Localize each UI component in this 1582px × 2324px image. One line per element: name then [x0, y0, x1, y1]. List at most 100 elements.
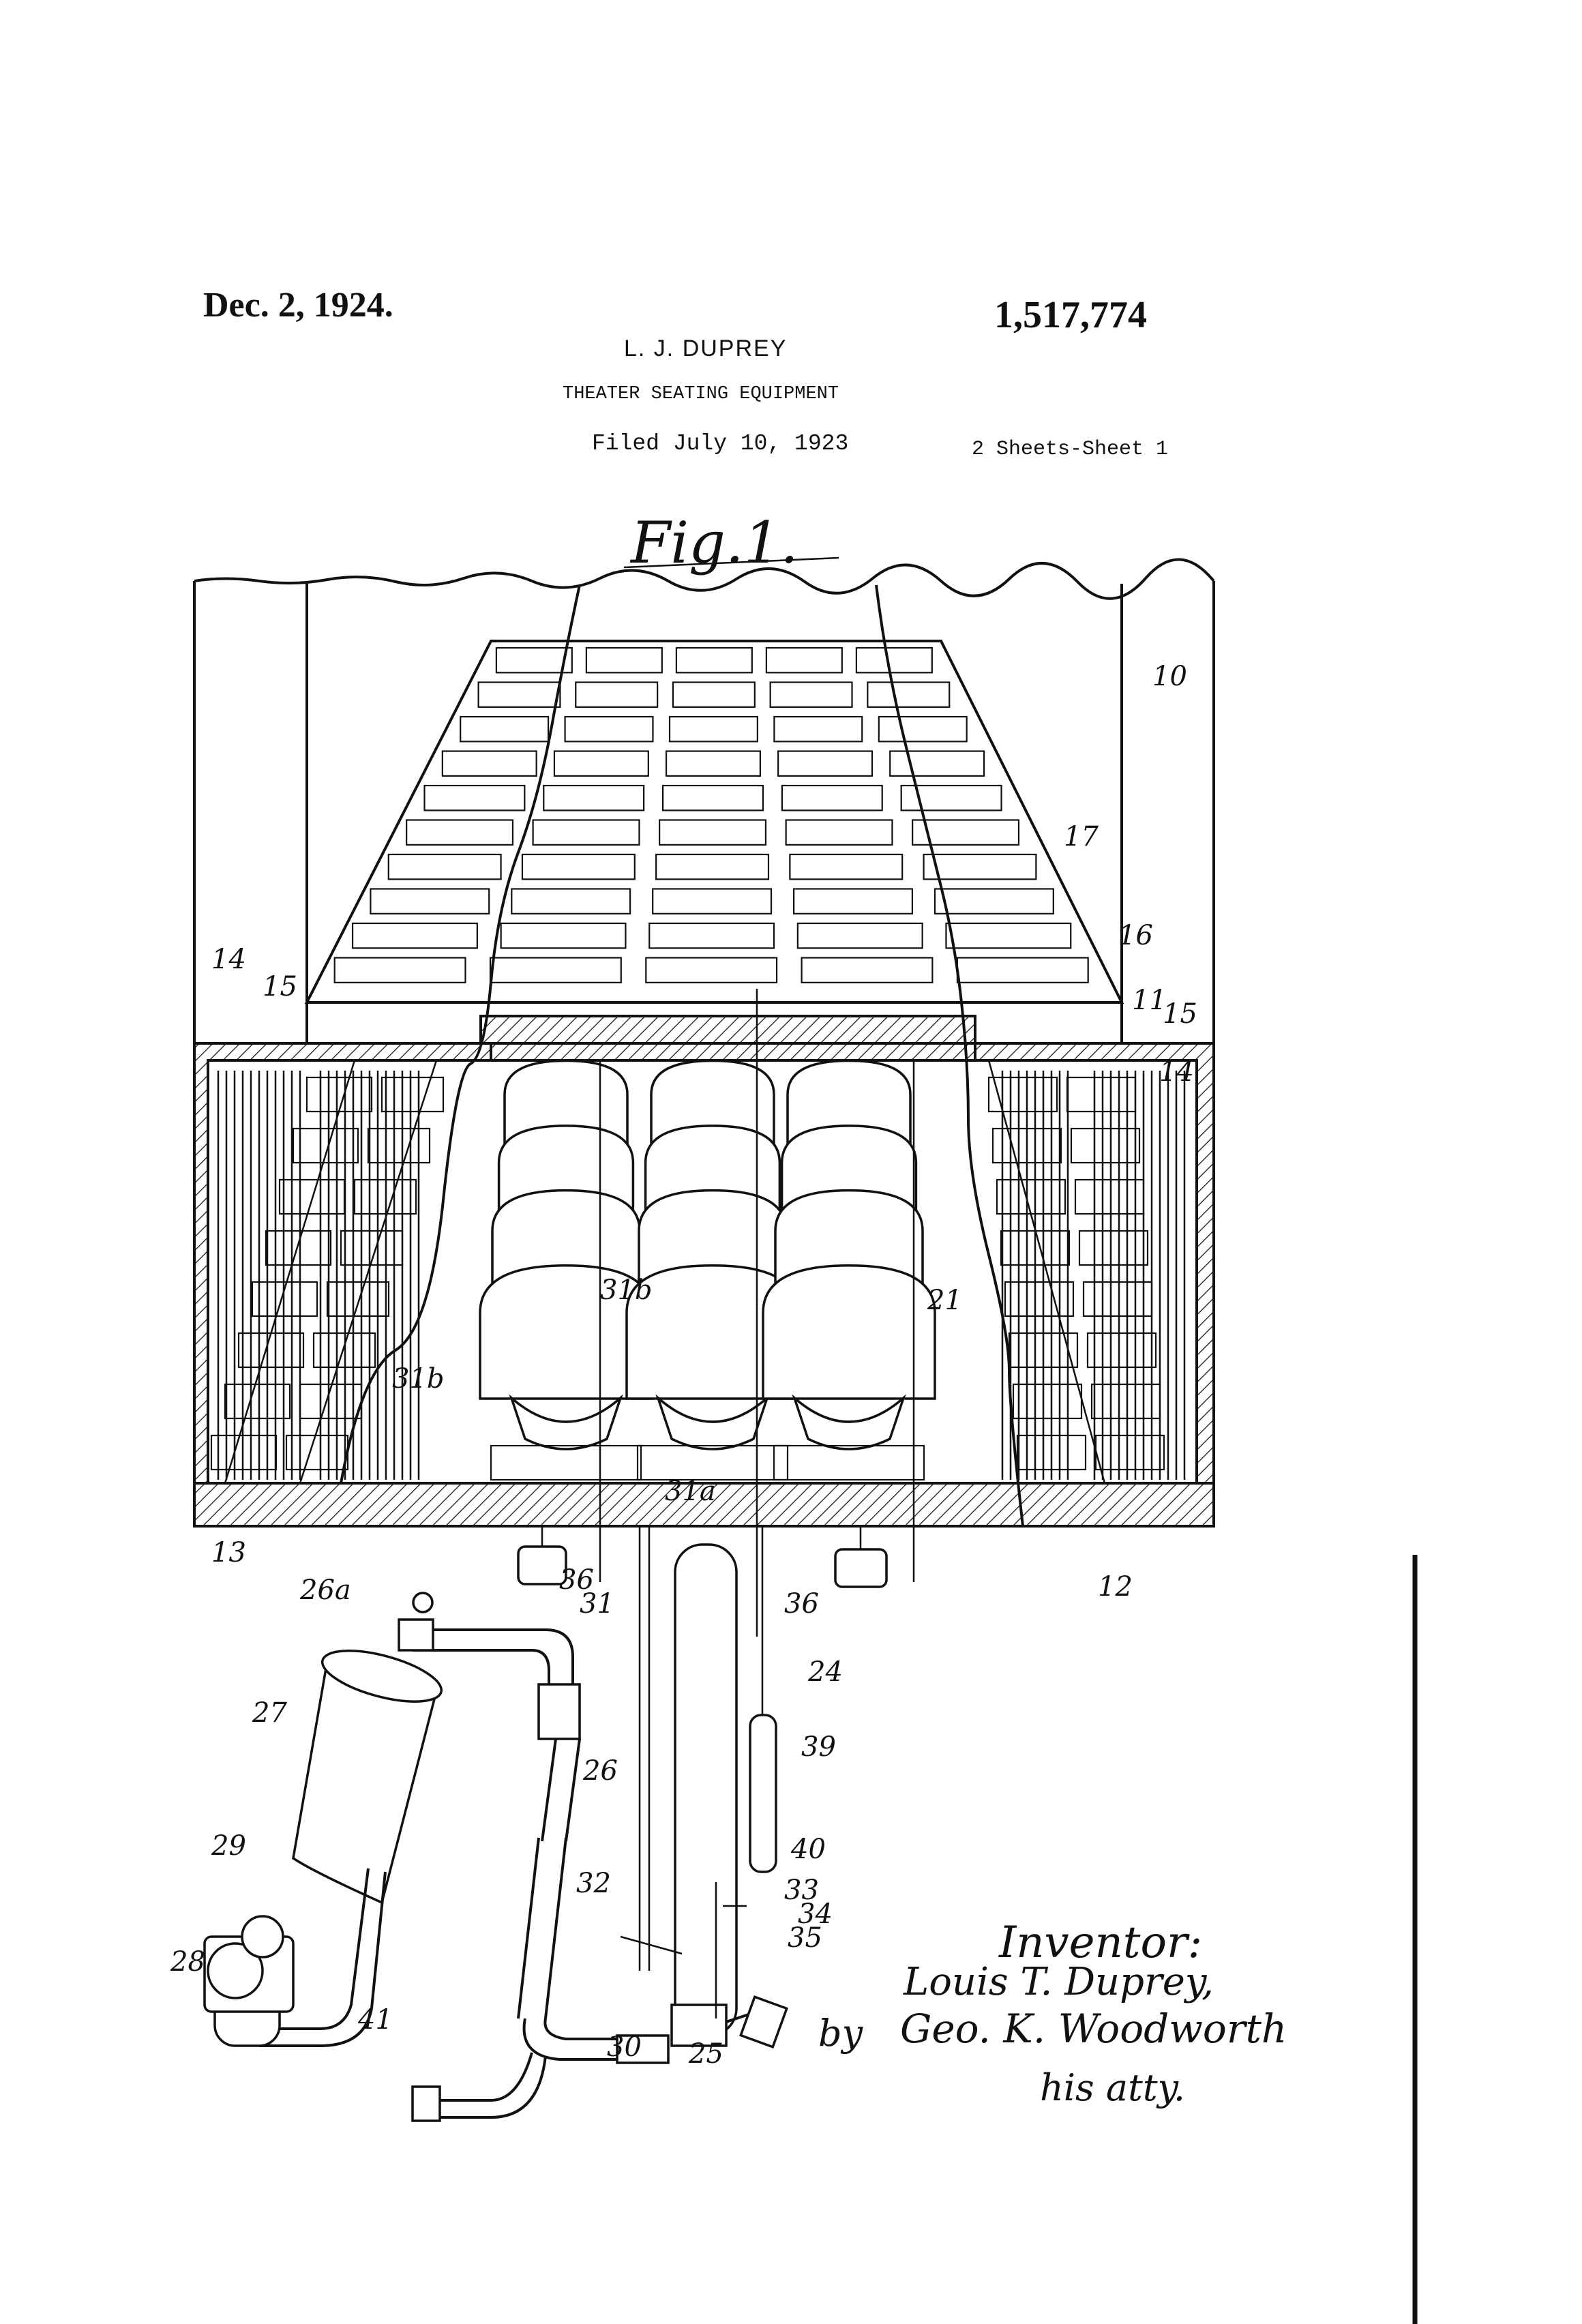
left-perspective-edge: [224, 1060, 356, 1484]
floor-cell: [1070, 1127, 1141, 1164]
reference-numeral: 32: [576, 1868, 611, 1899]
patent-date: Dec. 2, 1924.: [203, 286, 393, 325]
reference-numeral: 28: [170, 1946, 205, 1978]
reference-numeral: 31b: [392, 1363, 445, 1395]
floor-cell: [1012, 1383, 1083, 1420]
main-hydraulic-cylinder: [674, 1543, 738, 2037]
floor-cell: [867, 681, 951, 708]
reference-numeral: 17: [1064, 821, 1099, 852]
floor-cell: [292, 1127, 359, 1164]
floor-cell: [543, 784, 645, 811]
floor-cell: [500, 922, 627, 949]
reference-numeral: 35: [788, 1922, 822, 1954]
floor-cell: [370, 888, 490, 914]
floor-cell: [353, 1178, 417, 1215]
floor-cell: [796, 922, 923, 949]
floor-cell: [878, 715, 968, 743]
floor-cell: [996, 1178, 1066, 1215]
attorney-title: his atty.: [1040, 2066, 1185, 2109]
floor-cell: [987, 1076, 1058, 1113]
floor-cell: [210, 1434, 278, 1471]
floor-cell: [489, 957, 622, 983]
floor-cell: [668, 715, 758, 743]
accumulator-39: [749, 1714, 777, 1873]
reference-numeral: 31a: [665, 1476, 716, 1507]
floor-cell: [1078, 1230, 1149, 1266]
air-tank: [292, 1650, 443, 1905]
floor-cell: [312, 1332, 376, 1369]
floor-cell: [652, 888, 773, 914]
patent-number: 1,517,774: [994, 294, 1147, 336]
floor-cell: [645, 957, 778, 983]
floor-cell: [532, 819, 640, 846]
floor-cell: [575, 681, 659, 708]
reference-numeral: 27: [252, 1697, 287, 1729]
floor-cell: [477, 681, 561, 708]
floor-cell: [460, 715, 550, 743]
upper-floor-seat-grid: [333, 646, 1089, 983]
left-perspective-edge-2: [299, 1060, 438, 1484]
floor-cell: [945, 922, 1072, 949]
floor-cell: [1082, 1281, 1153, 1317]
floor-cell: [333, 957, 466, 983]
floor-cell: [769, 681, 853, 708]
reference-numeral: 24: [807, 1656, 843, 1688]
floor-cell: [224, 1383, 291, 1420]
floor-cell: [912, 819, 1020, 846]
break-line-left: [340, 584, 581, 1484]
reference-numeral: 14: [1159, 1056, 1194, 1088]
piping-network: [213, 1592, 788, 2122]
reference-numeral: 12: [1098, 1571, 1133, 1603]
floor-cell: [423, 784, 526, 811]
floor-cell: [855, 646, 933, 674]
seat-base-plate: [636, 1444, 789, 1481]
sheet-count: 2 Sheets-Sheet 1: [972, 438, 1169, 461]
floor-cell: [1016, 1434, 1087, 1471]
floor-cell: [655, 853, 770, 880]
floor-cell: [934, 888, 1054, 914]
floor-cell: [251, 1281, 318, 1317]
break-line-right: [875, 584, 1024, 1527]
inventor-signature: Louis T. Duprey,: [903, 1960, 1214, 2004]
floor-cell: [777, 750, 874, 777]
seat-pedestal: [792, 1394, 906, 1450]
floor-cell: [380, 1076, 445, 1113]
reference-numeral: 40: [790, 1834, 826, 1865]
reference-numeral: 31: [580, 1588, 614, 1620]
floor-cell: [521, 853, 636, 880]
floor-cell: [237, 1332, 305, 1369]
floor-cell: [305, 1076, 373, 1113]
floor-cell: [900, 784, 1002, 811]
floor-cell: [326, 1281, 390, 1317]
floor-cell: [1066, 1076, 1137, 1113]
reference-numeral: 15: [263, 971, 297, 1002]
reference-numeral: 36: [784, 1588, 819, 1620]
floor-cell: [991, 1127, 1062, 1164]
motor-pump: [203, 1915, 295, 2013]
floor-cell: [278, 1178, 346, 1215]
filing-date: Filed July 10, 1923: [592, 431, 849, 456]
floor-cell: [1074, 1178, 1145, 1215]
inventor-name-header: L. J. DUPREY: [624, 336, 788, 361]
reference-numeral: 14: [211, 944, 246, 975]
reference-numeral: 34: [798, 1898, 833, 1930]
floor-cell: [387, 853, 502, 880]
floor-cell: [351, 922, 478, 949]
lift-cylinder-right: [834, 1548, 888, 1588]
right-perspective-edge: [987, 1060, 1106, 1484]
reference-numeral: 36: [559, 1564, 594, 1596]
reference-numeral: 26: [582, 1755, 618, 1787]
upper-slab: [479, 1015, 976, 1062]
seat-rods: [599, 989, 915, 1637]
seat-pedestal: [655, 1394, 770, 1450]
floor-cell: [564, 715, 654, 743]
reference-numeral: 16: [1118, 920, 1153, 951]
floor-cell: [765, 646, 843, 674]
reference-numeral: 31b: [600, 1275, 653, 1306]
side-wall-panels: [217, 1071, 1186, 1480]
floor-cell: [285, 1434, 349, 1471]
floor-cell: [789, 853, 904, 880]
floor-cell: [793, 888, 914, 914]
signature-block: Inventor: Louis T. Duprey, by Geo. K. Wo…: [818, 1918, 1287, 2109]
